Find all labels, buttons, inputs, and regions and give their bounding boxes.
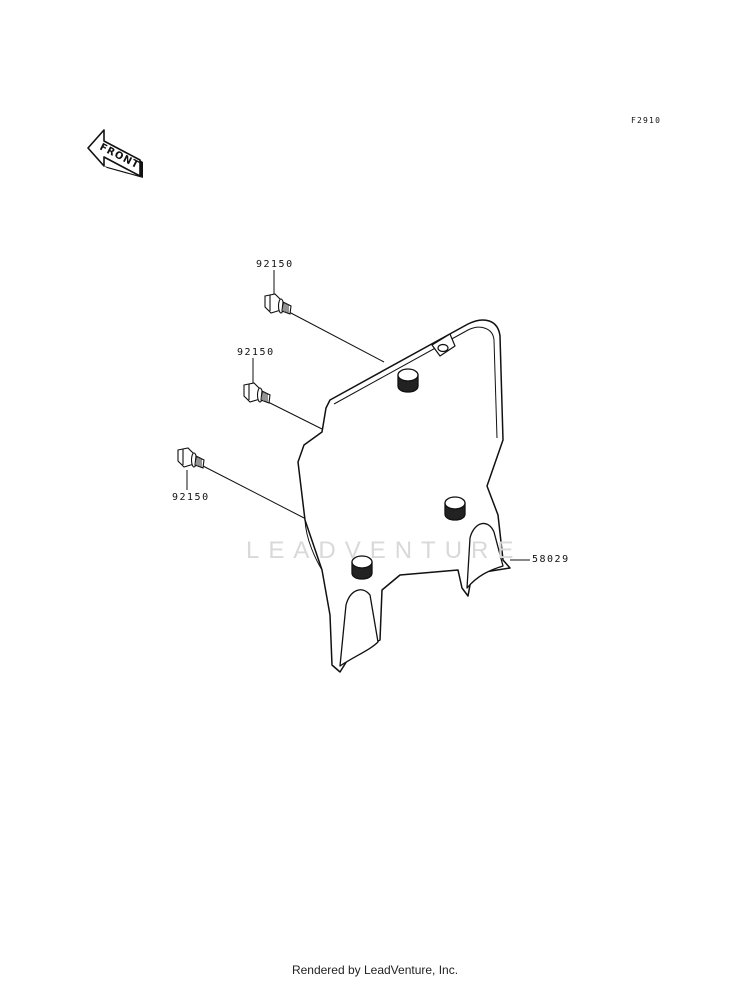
bolt-axis-3 — [202, 465, 309, 521]
footer-credit: Rendered by LeadVenture, Inc. — [291, 963, 459, 977]
part-number-label-bolt-1[interactable]: 92150 — [256, 259, 294, 270]
watermark-text: LEADVENTURE — [246, 537, 523, 564]
bolt-1 — [264, 293, 292, 315]
bolt-axis-1 — [288, 311, 385, 363]
number-plate — [297, 319, 511, 673]
figure-code: F2910 — [631, 116, 662, 125]
spacer-middle — [444, 496, 466, 521]
part-number-label-bolt-2[interactable]: 92150 — [237, 347, 275, 358]
bolt-axis-2 — [267, 401, 329, 433]
bolt-2 — [243, 382, 271, 404]
part-number-label-bolt-3[interactable]: 92150 — [172, 492, 210, 503]
spacer-bottom — [351, 555, 373, 580]
spacer-top — [397, 368, 419, 393]
front-direction-arrow-icon: FRONT — [87, 129, 143, 178]
bolt-3 — [177, 447, 205, 469]
part-number-label-plate[interactable]: 58029 — [532, 554, 570, 565]
